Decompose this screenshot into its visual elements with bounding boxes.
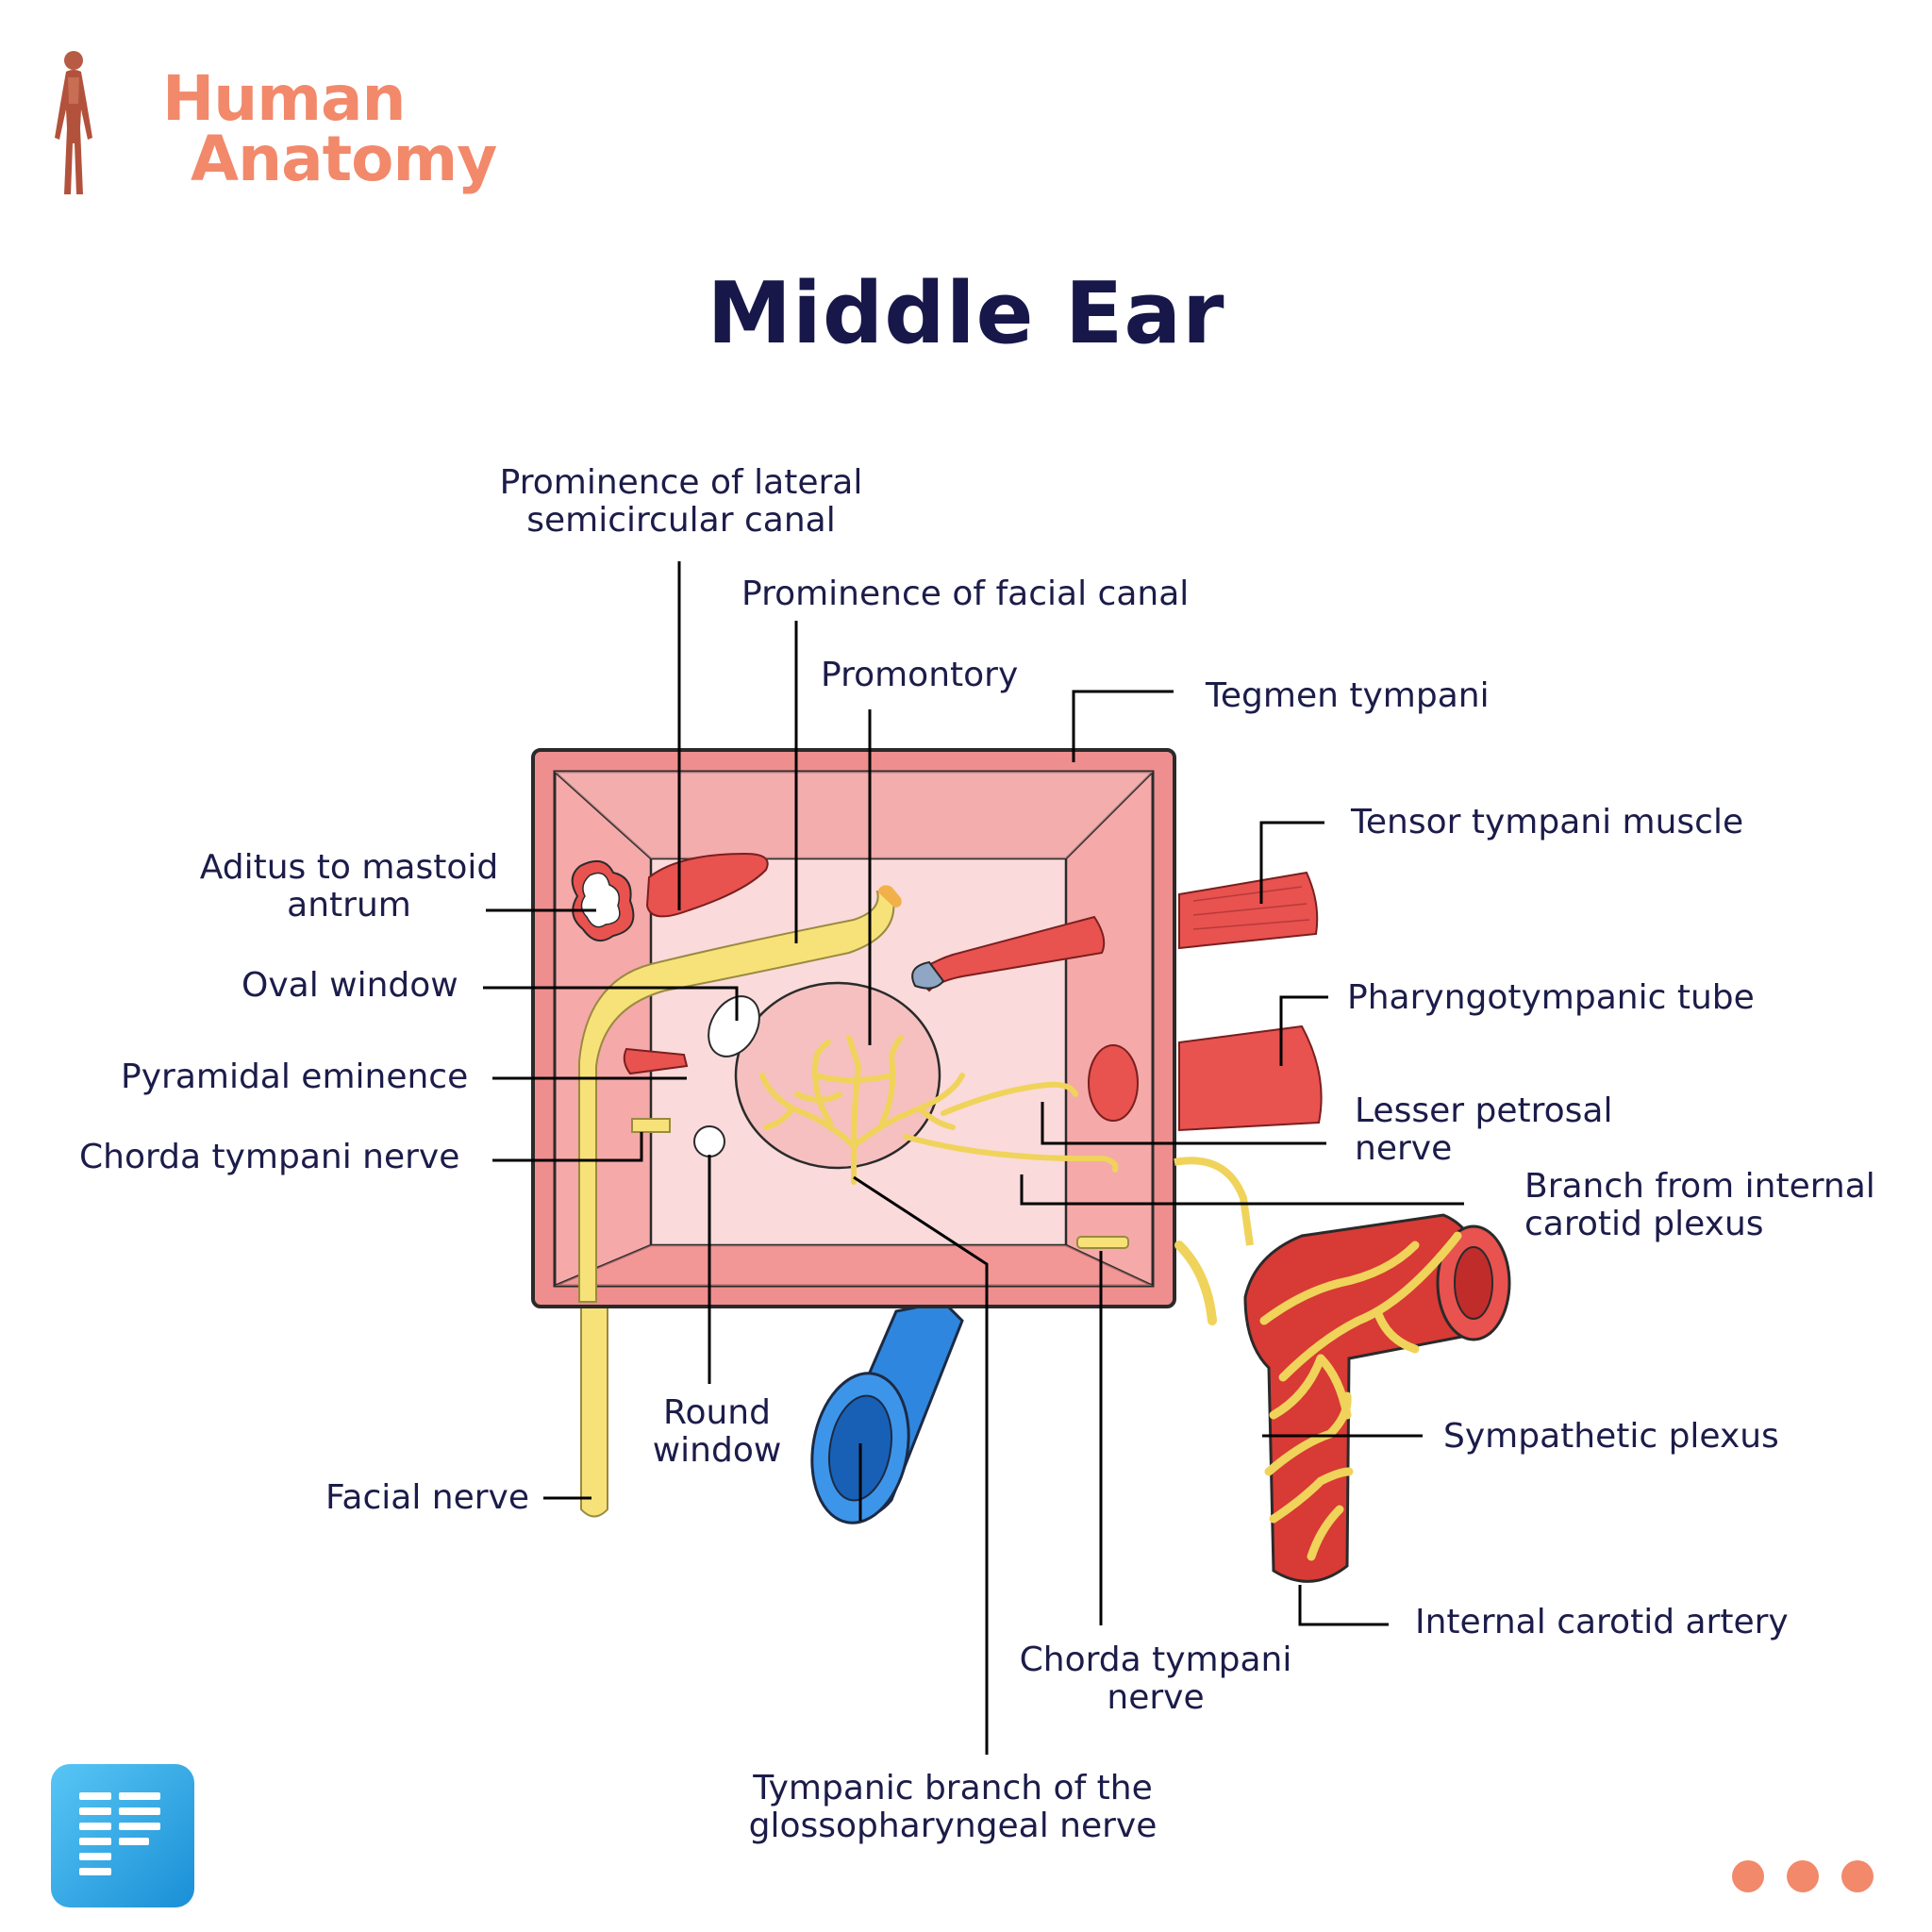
label-lateral-canal: Prominence of lateral semicircular canal xyxy=(492,464,870,540)
more-dots-icon[interactable] xyxy=(1732,1860,1874,1892)
tensor-tympani-muscle xyxy=(1178,871,1319,950)
oval-window xyxy=(708,995,760,1058)
label-tensor: Tensor tympani muscle xyxy=(1351,803,1744,841)
label-internal-carotid: Internal carotid artery xyxy=(1415,1603,1789,1641)
app-logo-icon xyxy=(51,1764,194,1907)
leader-lines xyxy=(483,561,1464,1755)
label-lesser-petrosal-line1: Lesser petrosal xyxy=(1355,1091,1613,1130)
pyramidal-eminence xyxy=(623,1047,689,1075)
brand-logo: Human Anatomy xyxy=(45,47,497,198)
internal-carotid-artery xyxy=(1243,1213,1511,1583)
facial-nerve-exit xyxy=(580,1301,608,1518)
page-title: Middle Ear xyxy=(707,264,1225,363)
label-promontory: Promontory xyxy=(821,656,1019,694)
tube-opening xyxy=(1088,1044,1139,1122)
brand-line-2: Anatomy xyxy=(191,123,497,195)
label-tegmen: Tegmen tympani xyxy=(1206,676,1490,715)
label-facial-canal: Prominence of facial canal xyxy=(741,575,1190,613)
label-round-window-line1: Round xyxy=(663,1393,771,1432)
carotid-branch-nerve xyxy=(1174,1157,1254,1246)
lateral-canal-prominence xyxy=(645,852,769,918)
chorda-stub-left xyxy=(631,1118,671,1133)
label-chorda-bottom-line1: Chorda tympani xyxy=(1019,1641,1292,1679)
label-lesser-petrosal-line2: nerve xyxy=(1355,1129,1453,1168)
round-window xyxy=(693,1125,725,1158)
label-aditus-line2: antrum xyxy=(287,886,411,924)
label-aditus: Aditus to mastoid antrum xyxy=(189,849,509,924)
label-lesser-petrosal: Lesser petrosal nerve xyxy=(1355,1092,1612,1168)
label-chorda-bottom-line2: nerve xyxy=(1107,1678,1205,1717)
tympanic-plexus xyxy=(759,1035,1119,1185)
label-sympathetic: Sympathetic plexus xyxy=(1443,1417,1779,1456)
label-facial-nerve: Facial nerve xyxy=(325,1478,529,1517)
label-lateral-canal-line1: Prominence of lateral xyxy=(499,463,863,502)
label-chorda-bottom: Chorda tympani nerve xyxy=(1000,1641,1311,1717)
label-round-window-line2: window xyxy=(652,1431,782,1470)
dot-2 xyxy=(1787,1860,1819,1892)
label-lateral-canal-line2: semicircular canal xyxy=(526,501,836,540)
dot-3 xyxy=(1841,1860,1874,1892)
label-pharyngo: Pharyngotympanic tube xyxy=(1347,978,1755,1017)
label-branch-carotid: Branch from internal carotid plexus xyxy=(1524,1168,1875,1243)
label-tympanic-branch-line2: glossopharyngeal nerve xyxy=(748,1807,1158,1845)
label-oval-window: Oval window xyxy=(242,966,458,1005)
pharyngotympanic-tube xyxy=(1178,1024,1323,1132)
label-branch-carotid-line1: Branch from internal xyxy=(1524,1167,1875,1206)
label-round-window: Round window xyxy=(623,1394,811,1470)
dot-1 xyxy=(1732,1860,1764,1892)
chorda-stub-bottom xyxy=(1076,1236,1129,1249)
jugular-vein xyxy=(810,1300,964,1524)
label-tympanic-branch: Tympanic branch of the glossopharyngeal … xyxy=(736,1770,1170,1845)
facial-nerve-canal xyxy=(578,891,895,1303)
label-pyramidal: Pyramidal eminence xyxy=(121,1058,469,1096)
label-chorda-left: Chorda tympani nerve xyxy=(79,1138,460,1176)
label-tympanic-branch-line1: Tympanic branch of the xyxy=(753,1769,1153,1807)
label-branch-carotid-line2: carotid plexus xyxy=(1524,1205,1764,1243)
human-body-icon xyxy=(55,51,92,194)
label-aditus-line1: Aditus to mastoid xyxy=(199,848,499,887)
brand-line-1: Human xyxy=(162,62,407,135)
